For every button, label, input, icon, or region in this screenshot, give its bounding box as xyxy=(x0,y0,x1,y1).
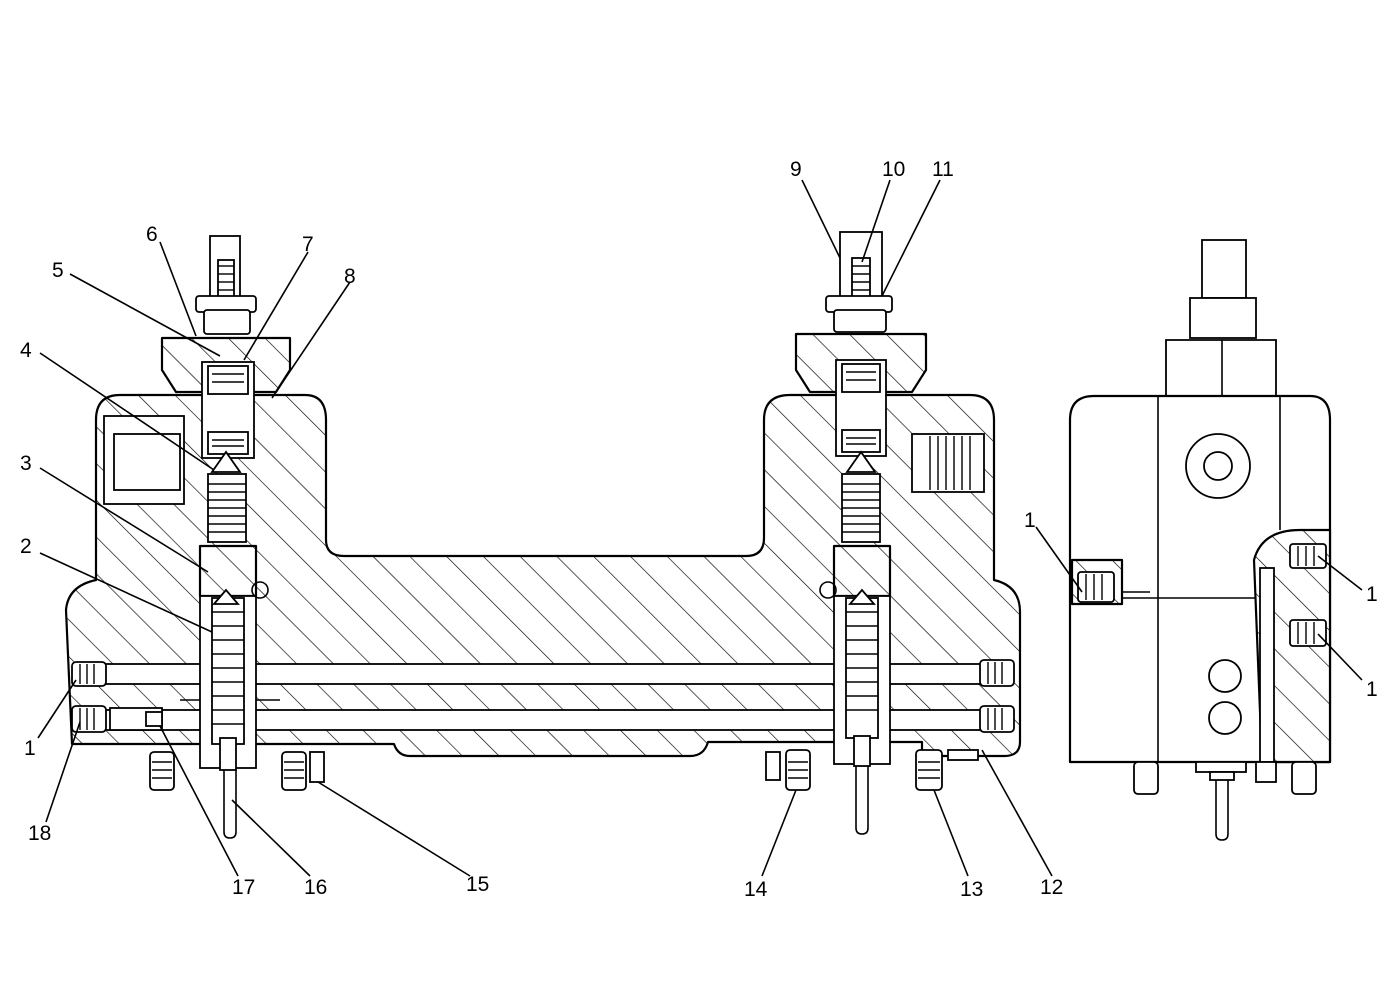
callout-14: 14 xyxy=(744,878,768,901)
callout-1-side-lower-right: 1 xyxy=(1366,678,1378,701)
callout-15: 15 xyxy=(466,873,489,896)
callout-13: 13 xyxy=(960,878,983,901)
callout-1-side-left: 1 xyxy=(1024,509,1036,532)
callout-1-side-upper-right: 1 xyxy=(1366,583,1378,606)
callout-3: 3 xyxy=(20,452,32,475)
right-relief-cartridge xyxy=(794,231,928,835)
callout-2: 2 xyxy=(20,535,32,558)
callout-6: 6 xyxy=(146,223,158,246)
bottom-studs xyxy=(149,749,979,791)
callout-17: 17 xyxy=(232,876,255,899)
callout-7: 7 xyxy=(302,233,314,256)
callout-11: 11 xyxy=(932,158,954,181)
left-relief-cartridge xyxy=(160,235,292,839)
callout-12: 12 xyxy=(1040,876,1063,899)
side-view xyxy=(1068,239,1332,841)
callout-8: 8 xyxy=(344,265,356,288)
callout-18: 18 xyxy=(28,822,51,845)
callout-labels: 1 2 3 4 5 6 7 8 9 10 11 12 13 14 15 16 1… xyxy=(20,158,1378,901)
callout-16: 16 xyxy=(304,876,327,899)
right-end-plugs xyxy=(979,659,1015,733)
callout-1-left-front: 1 xyxy=(24,737,36,760)
left-end-plugs xyxy=(71,661,163,733)
leader-lines xyxy=(37,179,1363,877)
callout-5: 5 xyxy=(52,259,64,282)
callout-9: 9 xyxy=(790,158,802,181)
callout-10: 10 xyxy=(882,158,905,181)
front-section-view xyxy=(64,231,1022,839)
callout-4: 4 xyxy=(20,339,32,362)
right-port xyxy=(911,433,985,493)
